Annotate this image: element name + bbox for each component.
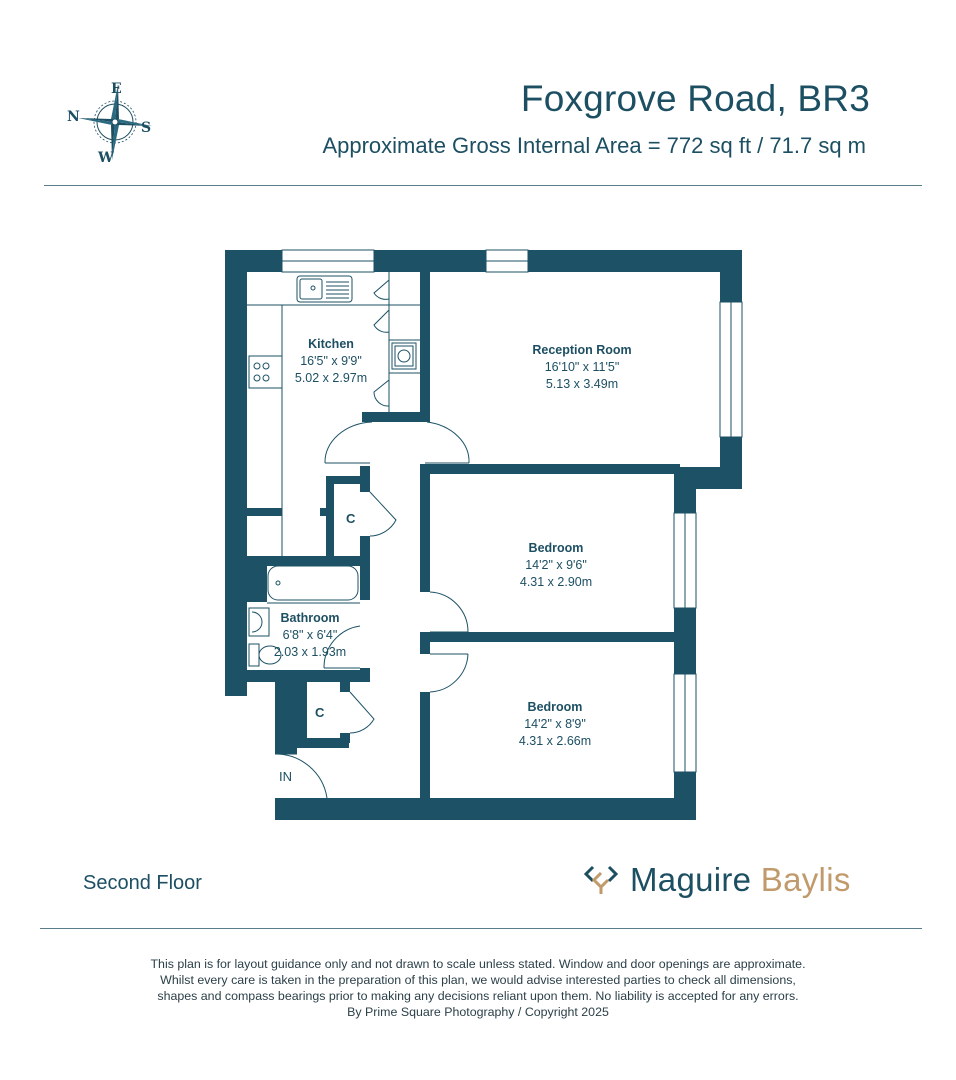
cupboard-label-2: C <box>315 705 325 720</box>
room-reception: Reception Room 16'10" x 11'5" 5.13 x 3.4… <box>532 343 632 391</box>
brand-name-accent: Baylis <box>760 861 851 898</box>
fixtures <box>247 249 743 799</box>
room-bathroom: Bathroom 6'8" x 6'4" 2.03 x 1.93m <box>273 611 347 659</box>
cupboard-label-1: C <box>346 511 356 526</box>
floor-label: Second Floor <box>83 872 202 894</box>
brand-logo: Maguire Baylis <box>582 860 851 900</box>
compass-s: S <box>141 120 151 136</box>
page-title: Foxgrove Road, BR3 <box>520 78 870 119</box>
footer-divider <box>40 928 922 929</box>
brand-name-primary: Maguire <box>630 861 752 898</box>
compass-n: N <box>67 109 80 125</box>
compass-e: E <box>111 81 122 97</box>
room-bedroom-2: Bedroom 14'2" x 8'9" 4.31 x 2.66m <box>518 700 592 748</box>
entrance-label: IN <box>279 769 292 784</box>
room-bedroom-1: Bedroom 14'2" x 9'6" 4.31 x 2.90m <box>519 541 593 589</box>
header-divider <box>44 185 922 186</box>
compass-rose-icon: E N S W <box>67 81 152 166</box>
compass-w: W <box>97 150 114 166</box>
room-kitchen: Kitchen 16'5" x 9'9" 5.02 x 2.97m <box>294 337 368 385</box>
area-subtitle: Approximate Gross Internal Area = 772 sq… <box>322 133 866 158</box>
disclaimer: This plan is for layout guidance only an… <box>150 957 806 1019</box>
brand-mark-icon <box>583 865 619 894</box>
walls <box>225 250 742 820</box>
